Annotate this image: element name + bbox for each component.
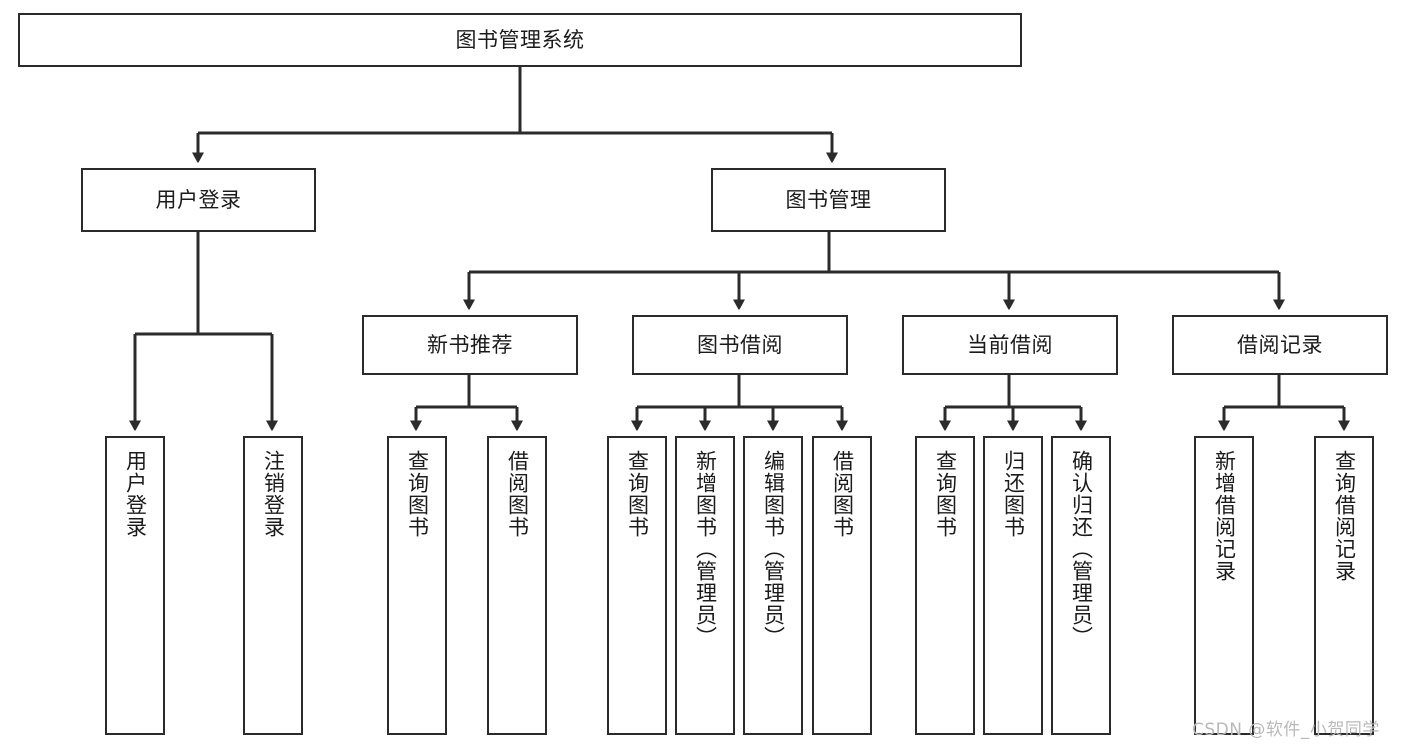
node-book-borrow-label: 图书借阅 [697,332,783,357]
node-user-login[interactable]: 用户登录 [81,168,316,232]
leaf-add-borrow-record[interactable]: 新增借阅记录 [1194,436,1254,735]
leaf-logout-login[interactable]: 注销登录 [243,436,303,735]
node-new-book-recommend[interactable]: 新书推荐 [362,315,578,375]
node-book-manage[interactable]: 图书管理 [711,168,946,232]
node-book-borrow[interactable]: 图书借阅 [632,315,848,375]
leaf-add-borrow-record-label: 新增借阅记录 [1212,450,1237,582]
leaf-query-book-1[interactable]: 查询图书 [387,436,447,735]
leaf-query-borrow-record[interactable]: 查询借阅记录 [1314,436,1374,735]
node-book-manage-label: 图书管理 [785,187,872,212]
leaf-borrow-book-1[interactable]: 借阅图书 [487,436,547,735]
leaf-borrow-book-2[interactable]: 借阅图书 [812,436,872,735]
leaf-query-book-3-label: 查询图书 [933,450,958,538]
node-current-borrow[interactable]: 当前借阅 [902,315,1118,375]
node-user-login-label: 用户登录 [155,187,242,212]
leaf-return-book-label: 归还图书 [1001,450,1026,538]
node-new-book-recommend-label: 新书推荐 [427,332,513,357]
node-root[interactable]: 图书管理系统 [18,13,1022,67]
node-borrow-record[interactable]: 借阅记录 [1172,315,1388,375]
leaf-query-book-2-label: 查询图书 [625,450,650,538]
leaf-logout-login-label: 注销登录 [261,450,286,538]
leaf-user-login-label: 用户登录 [123,450,148,538]
node-current-borrow-label: 当前借阅 [967,332,1053,357]
leaf-add-book[interactable]: 新增图书（管理员） [675,436,735,735]
csdn-watermark: CSDN @软件_小贺同学 [1192,720,1380,740]
leaf-query-book-2[interactable]: 查询图书 [607,436,667,735]
leaf-return-book[interactable]: 归还图书 [983,436,1043,735]
leaf-borrow-book-1-label: 借阅图书 [505,450,530,538]
leaf-confirm-return[interactable]: 确认归还（管理员） [1051,436,1111,735]
leaf-edit-book-label: 编辑图书（管理员） [761,450,786,648]
node-root-label: 图书管理系统 [455,27,585,52]
leaf-query-book-3[interactable]: 查询图书 [915,436,975,735]
leaf-user-login[interactable]: 用户登录 [105,436,165,735]
node-borrow-record-label: 借阅记录 [1237,332,1323,357]
leaf-edit-book[interactable]: 编辑图书（管理员） [743,436,803,735]
leaf-add-book-label: 新增图书（管理员） [693,450,718,648]
leaf-query-borrow-record-label: 查询借阅记录 [1332,450,1357,582]
leaf-confirm-return-label: 确认归还（管理员） [1069,450,1094,648]
leaf-borrow-book-2-label: 借阅图书 [830,450,855,538]
leaf-query-book-1-label: 查询图书 [405,450,430,538]
